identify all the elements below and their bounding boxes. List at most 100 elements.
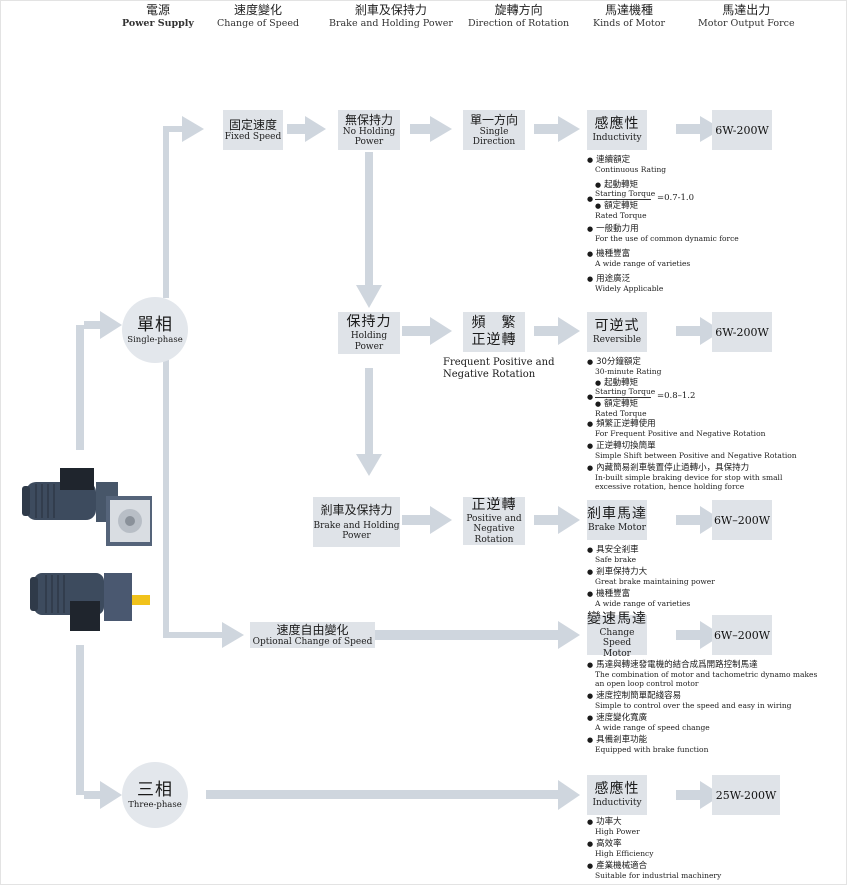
output-box-5: 25W-200W [712,775,780,815]
box-zh: 固定速度 [228,117,277,132]
output-box-1: 6W-200W [712,110,772,150]
box-en: Inductivity [592,133,642,144]
header-en: Motor Output Force [698,18,795,29]
single-phase-en: Single-phase [127,334,183,345]
box-zh: 速度自由變化 [276,622,349,637]
box-zh: 變速馬達 [587,610,647,627]
box-en: No Holding [342,126,396,137]
feature-zh: 正逆轉切換簡單 [587,441,797,451]
header-en: Change of Speed [217,18,300,29]
feature-en: For the use of common dynamic force [595,234,739,243]
box-en: Motor [603,648,631,659]
three-phase-node: 三相 Three-phase [122,762,188,828]
header-zh: 旋轉方向 [494,3,543,17]
box-zh: 正逆轉 [471,332,517,348]
feature-en: Widely Applicable [595,284,664,293]
header-zh: 馬達機種 [605,3,654,17]
header-brake-holding: 剎車及保持力 Brake and Holding Power [329,3,453,30]
feature-en: excessive rotation, hence holding force [595,482,745,491]
ratio-num-zh: 起動轉矩 [595,180,638,190]
header-direction: 旋轉方向 Direction of Rotation [468,3,569,30]
inductivity-box: 感應性 Inductivity [587,110,647,150]
feature-en: Simple to control over the speed and eas… [595,701,792,710]
feature-zh: 機種豐富 [587,249,739,259]
feature-zh: 剎車保持力大 [587,567,715,577]
feature-zh: 產業機械適合 [587,861,721,871]
header-zh: 剎車及保持力 [354,3,427,17]
brake-features: 具安全剎車 Safe brake 剎車保持力大 Great brake main… [587,545,715,608]
box-en: Power [354,341,384,352]
induction-torque-ratio: ● 起動轉矩 Starting Torque 額定轉矩 Rated Torque… [587,180,707,224]
header-zh: 速度變化 [234,3,283,17]
feature-zh: 具備剎車功能 [587,735,817,745]
induction-features-2: 一般動力用 For the use of common dynamic forc… [587,224,739,293]
caption-line: Negative Rotation [443,369,536,380]
box-en: Inductivity [592,798,642,809]
output-box-2: 6W-200W [712,312,772,352]
output-box-4: 6W–200W [712,615,772,655]
box-en: Brake Motor [588,523,646,534]
feature-en: Suitable for industrial machinery [595,871,722,880]
ratio-num-en: Starting Torque [595,387,656,396]
feature-zh: 馬達與轉速發電機的結合成爲開路控制馬達 [587,660,817,670]
frequent-reversal-box: 頻 繁 正逆轉 [463,312,525,352]
feature-en: Equipped with brake function [595,745,709,754]
box-zh: 剎車及保持力 [320,502,393,517]
box-en: Brake and Holding [313,520,400,531]
header-en: Power Supply [122,18,194,29]
header-en: Direction of Rotation [468,18,570,29]
feature-en: The combination of motor and tachometric… [595,670,818,679]
header-zh: 馬達出力 [722,3,771,17]
box-zh: 無保持力 [344,112,393,127]
feature-zh: 速度控制簡單配綫容易 [587,691,817,701]
box-zh: 感應性 [594,781,640,798]
feature-zh: 高效率 [587,839,721,849]
box-en: Optional Change of Speed [252,636,373,647]
feature-zh: 30分鐘額定 [587,357,661,367]
optional-speed-box: 速度自由變化 Optional Change of Speed [250,622,375,648]
ratio-value: =0.8–1.2 [657,391,696,401]
reversible-torque-ratio: ● 起動轉矩 Starting Torque 額定轉矩 Rated Torque… [587,378,707,420]
positive-negative-box: 正逆轉 Positive and Negative Rotation [463,497,525,545]
box-en: Reversible [592,335,642,346]
header-power-supply: 電源 Power Supply [122,3,194,30]
feature-zh: 一般動力用 [587,224,739,234]
box-en: Power [354,137,384,147]
box-en: Direction [472,137,516,147]
feature-en: High Power [595,827,640,836]
ratio-den-en: Rated Torque [595,211,647,220]
feature-en: Great brake maintaining power [595,577,715,586]
header-kinds-of-motor: 馬達機種 Kinds of Motor [593,3,665,30]
ratio-value: =0.7-1.0 [657,193,695,203]
header-zh: 電源 [145,3,170,17]
feature-zh: 具安全剎車 [587,545,715,555]
feature-en: A wide range of varieties [595,599,691,608]
feature-en: A wide range of varieties [595,259,691,268]
three-phase-features: 功率大 High Power 高效率 High Efficiency 產業機械適… [587,817,721,880]
box-zh: 剎車馬達 [587,506,647,523]
fraction-line [595,397,651,398]
no-holding-box: 無保持力 No Holding Power [338,110,400,150]
feature-en: Safe brake [595,555,637,564]
header-en: Kinds of Motor [593,18,666,29]
box-zh: 正逆轉 [471,496,517,513]
feature-en: In-built simple braking device for stop … [595,473,783,482]
feature-en: Simple Shift between Positive and Negati… [595,451,797,460]
feature-zh: 用途廣泛 [587,274,739,284]
three-phase-zh: 三相 [137,779,173,800]
box-zh: 頻 繁 [471,315,517,331]
box-zh: 可逆式 [594,318,640,335]
holding-box: 保持力 Holding Power [338,312,400,354]
fixed-speed-box: 固定速度 Fixed Speed [223,110,283,150]
feature-zh: 連續額定 [587,155,666,165]
induction-features: 連續額定 Continuous Rating [587,155,666,174]
three-phase-inductivity-box: 感應性 Inductivity [587,775,647,815]
feature-en: For Frequent Positive and Negative Rotat… [595,429,766,438]
brake-motor-box: 剎車馬達 Brake Motor [587,500,647,540]
box-zh: 保持力 [346,314,392,330]
box-en: Fixed Speed [224,131,282,142]
box-en: Positive and [466,513,522,524]
header-change-of-speed: 速度變化 Change of Speed [217,3,299,30]
feature-en: an open loop control motor [595,679,699,688]
ratio-den-zh: 額定轉矩 [595,201,638,211]
